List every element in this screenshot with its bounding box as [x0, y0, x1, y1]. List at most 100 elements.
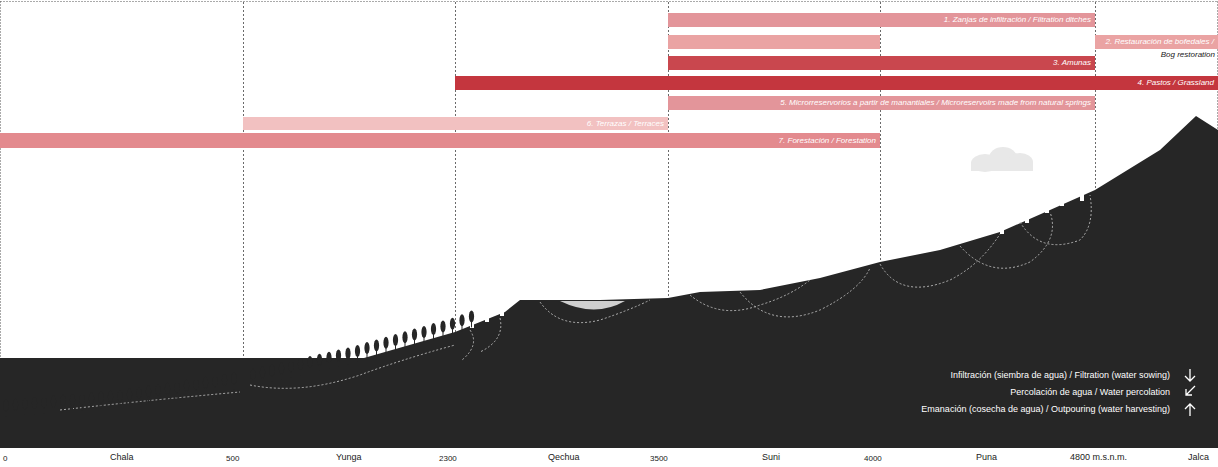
tree — [98, 392, 103, 404]
altitude-number: 3500 — [650, 453, 668, 464]
tree-trunk — [433, 334, 434, 340]
band-label: 5. Microrreservorios a partir de mananti… — [668, 96, 1095, 110]
measure-band: 2. Restauración de bofedales /Bog restor… — [1095, 35, 1218, 49]
tree-trunk — [348, 358, 349, 364]
tree — [431, 323, 436, 335]
tree — [222, 374, 227, 386]
measure-band: 6. Terrazas / Terraces — [243, 117, 668, 130]
tree-trunk — [148, 397, 149, 403]
tree-trunk — [139, 398, 140, 404]
altitude-number: 4800 m.s.n.m. — [1070, 452, 1127, 463]
tree — [459, 314, 464, 326]
tree-trunk — [177, 392, 178, 398]
tree — [412, 329, 417, 341]
tree-trunk — [443, 331, 444, 337]
tree — [336, 350, 341, 362]
tree-trunk — [357, 356, 358, 362]
tree-trunk — [310, 367, 311, 373]
measure-band: 5. Microrreservorios a partir de mananti… — [668, 96, 1095, 110]
tree-trunk — [91, 403, 92, 409]
tree — [79, 393, 84, 405]
tree — [231, 372, 236, 384]
tree — [22, 398, 27, 410]
tree — [174, 381, 179, 393]
tree — [165, 383, 170, 395]
tree-trunk — [167, 394, 168, 400]
tree-trunk — [215, 386, 216, 392]
band-sublabel: Bog restoration — [1161, 50, 1215, 60]
tree — [51, 396, 56, 408]
tree — [203, 377, 208, 389]
tree-trunk — [101, 403, 102, 409]
tree-trunk — [63, 406, 64, 412]
tree — [307, 356, 312, 368]
tree — [298, 358, 303, 370]
legend-text: Infiltración (siembra de agua) / Filtrat… — [950, 370, 1170, 381]
tree — [355, 345, 360, 357]
tree — [184, 380, 189, 392]
tree — [212, 375, 217, 387]
tree — [364, 342, 369, 354]
tree — [469, 310, 474, 322]
tree-trunk — [471, 321, 472, 327]
tree-trunk — [25, 409, 26, 415]
tree — [450, 318, 455, 330]
tree-trunk — [376, 350, 377, 356]
tree-trunk — [300, 369, 301, 375]
tree — [146, 386, 151, 398]
tree — [41, 396, 46, 408]
tree — [108, 391, 113, 403]
band-label: 7. Forestación / Forestation — [0, 133, 880, 148]
tree-trunk — [253, 380, 254, 386]
tree — [13, 399, 18, 411]
tree-trunk — [272, 376, 273, 382]
tree-trunk — [338, 361, 339, 367]
zone-name: Chala — [110, 452, 134, 463]
tree-trunk — [224, 385, 225, 391]
tree — [70, 394, 75, 406]
tree — [383, 337, 388, 349]
tree-trunk — [395, 345, 396, 351]
tree-trunk — [186, 391, 187, 397]
zone-name: Qechua — [548, 452, 580, 463]
tree-trunk — [53, 407, 54, 413]
tree-trunk — [6, 411, 7, 417]
altitude-number: 0 — [3, 453, 7, 464]
tree — [345, 347, 350, 359]
tree — [127, 389, 132, 401]
altitude-number: 2300 — [439, 453, 457, 464]
legend-text: Emanación (cosecha de agua) / Outpouring… — [921, 404, 1170, 415]
tree — [279, 362, 284, 374]
tree-trunk — [44, 407, 45, 413]
band-label: 1. Zanjas de infiltración / Filtration d… — [668, 13, 1095, 27]
zone-name: Jalca — [1188, 452, 1209, 463]
tree-trunk — [367, 353, 368, 359]
legend-text: Percolación de agua / Water percolation — [1010, 387, 1170, 398]
tree — [317, 354, 322, 366]
tree — [89, 392, 94, 404]
measure-band: 3. Amunas — [668, 56, 1095, 70]
tree-trunk — [405, 342, 406, 348]
tree-trunk — [329, 363, 330, 369]
tree — [250, 369, 255, 381]
tree — [326, 352, 331, 364]
tree-trunk — [424, 337, 425, 343]
tree — [440, 320, 445, 332]
tree-trunk — [386, 348, 387, 354]
tree — [260, 367, 265, 379]
tree-trunk — [281, 373, 282, 379]
tree — [269, 365, 274, 377]
tree-trunk — [319, 365, 320, 371]
tree-trunk — [291, 371, 292, 377]
tree — [136, 387, 141, 399]
tree — [60, 395, 65, 407]
tree — [421, 326, 426, 338]
tree-trunk — [82, 404, 83, 410]
tree-trunk — [15, 410, 16, 416]
tree-trunk — [129, 400, 130, 406]
tree — [193, 378, 198, 390]
altitude-number: 500 — [226, 453, 239, 464]
tree-trunk — [234, 383, 235, 389]
measure-band: 7. Forestación / Forestation — [0, 133, 880, 148]
